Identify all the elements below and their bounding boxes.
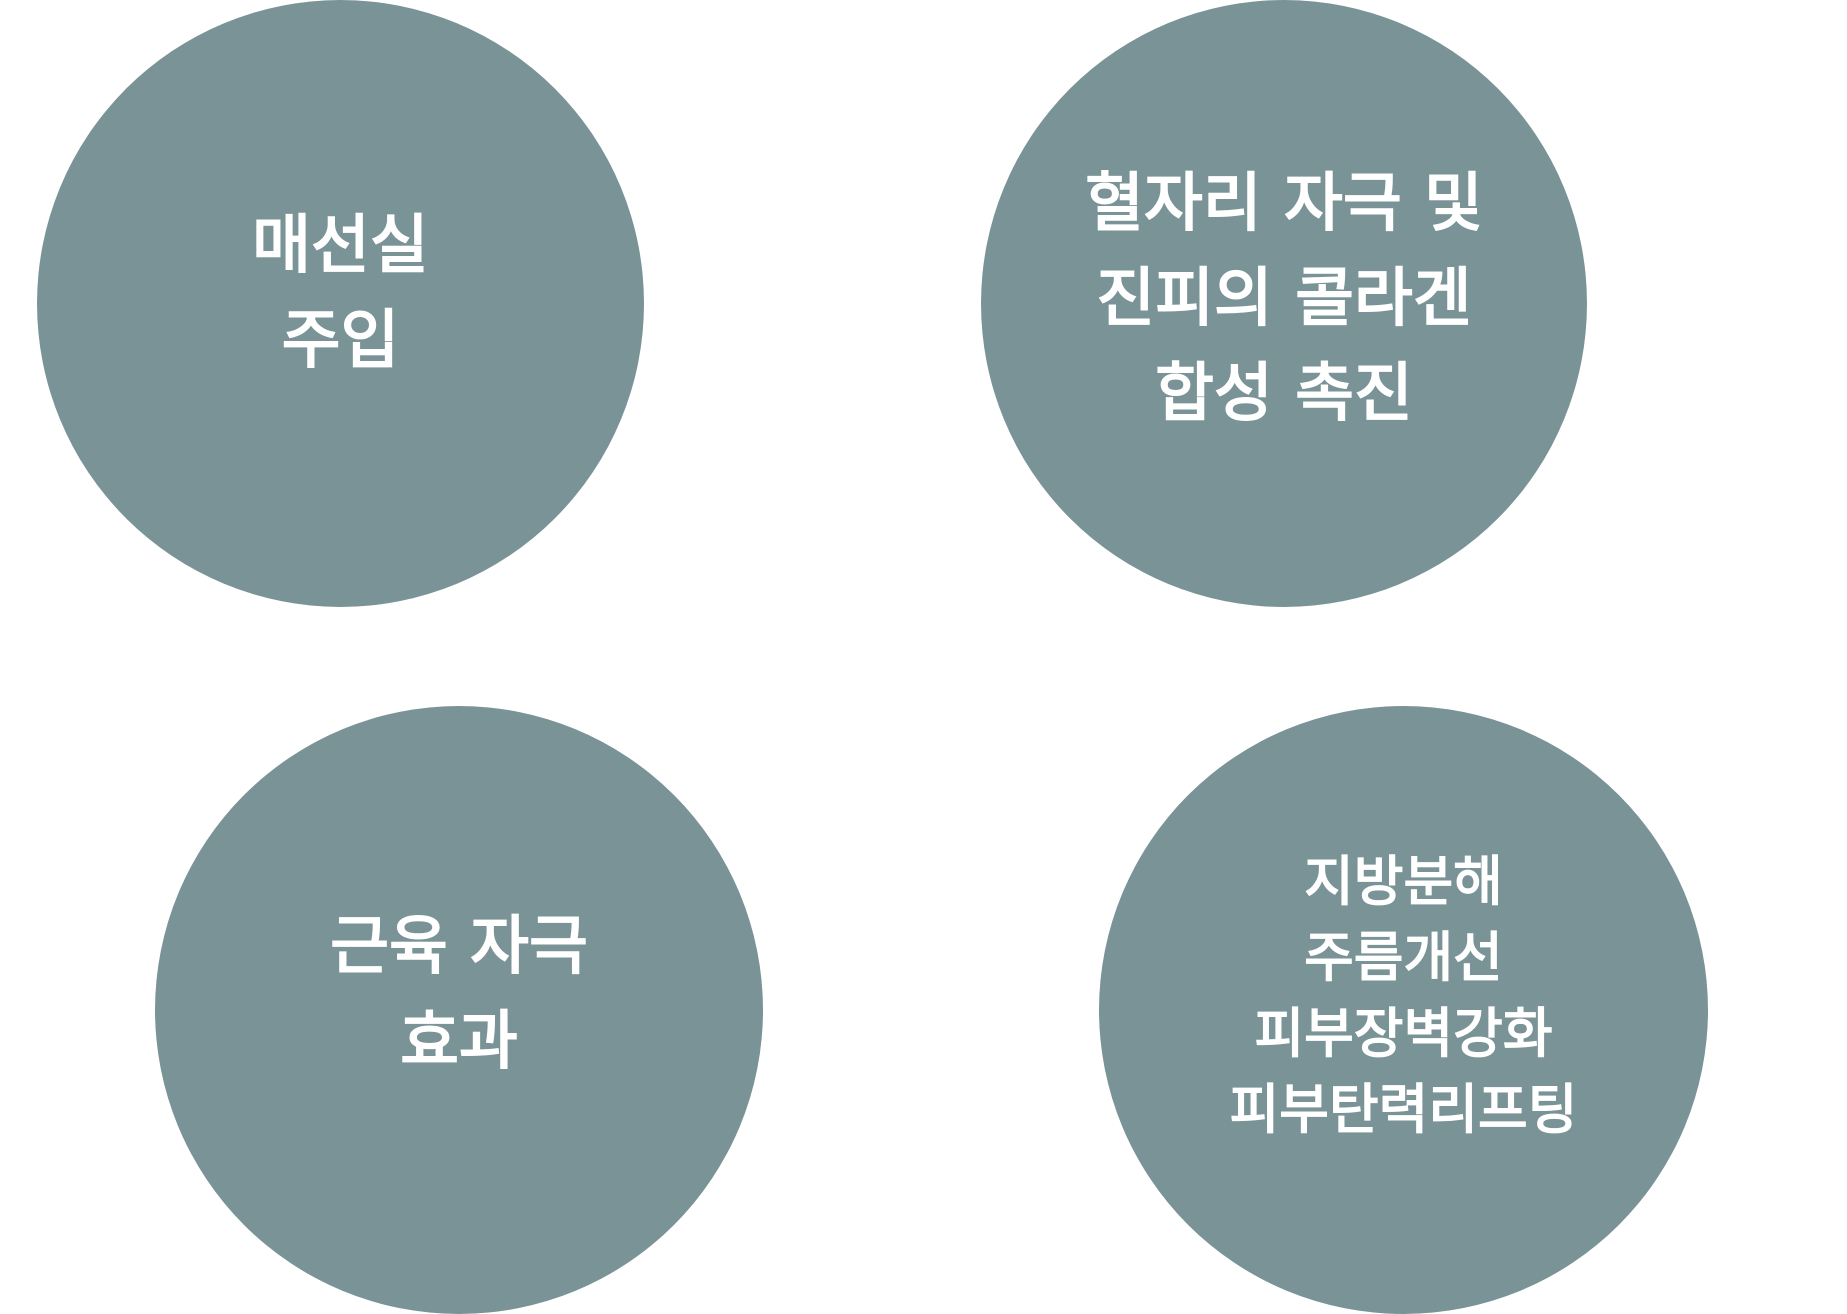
circle-thread-insertion: 매선실 주입	[37, 0, 644, 607]
circle-label: 혈자리 자극 및 진피의 콜라겐 합성 촉진	[1085, 157, 1483, 442]
circle-label: 매선실 주입	[252, 199, 429, 389]
circle-label-line: 피부장벽강화	[1254, 1002, 1553, 1065]
circle-label-line: 합성 촉진	[1155, 357, 1413, 431]
circle-label-line: 주름개선	[1304, 926, 1503, 989]
circle-muscle-stimulation: 근육 자극 효과	[155, 706, 763, 1314]
circle-skin-effects: 지방분해 주름개선 피부장벽강화 피부탄력리프팅	[1099, 706, 1708, 1314]
circle-label-line: 지방분해	[1304, 850, 1503, 913]
circle-label: 근육 자극 효과	[330, 900, 588, 1090]
circle-label-line: 근육 자극	[330, 910, 588, 984]
circle-label-line: 피부탄력리프팅	[1229, 1078, 1578, 1141]
circle-label-line: 주입	[281, 303, 400, 378]
circle-label: 지방분해 주름개선 피부장벽강화 피부탄력리프팅	[1230, 844, 1578, 1148]
circle-acupoint-collagen: 혈자리 자극 및 진피의 콜라겐 합성 촉진	[981, 0, 1587, 607]
circle-label-line: 효과	[400, 1005, 518, 1079]
circle-label-line: 매선실	[252, 208, 429, 283]
circle-label-line: 혈자리 자극 및	[1085, 167, 1483, 241]
circle-label-line: 진피의 콜라겐	[1096, 262, 1472, 336]
